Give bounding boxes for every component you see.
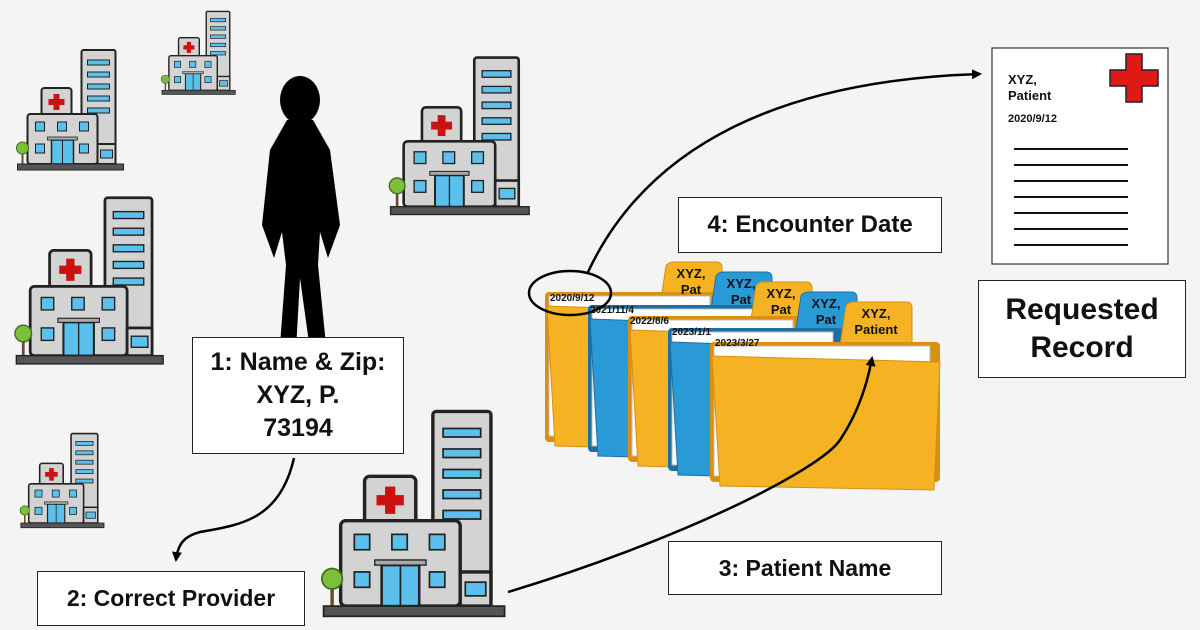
result-line1: Requested bbox=[1005, 293, 1159, 326]
folder-tab-name-line2: Pat bbox=[681, 282, 702, 297]
folder-tab-name-line2: Patient bbox=[854, 322, 898, 337]
folder-front bbox=[711, 355, 941, 491]
requested-record-box: Requested Record bbox=[978, 280, 1186, 378]
folder-tab bbox=[749, 281, 813, 327]
doc-name-line1: XYZ, bbox=[1008, 72, 1037, 87]
step1-line3: 73194 bbox=[263, 414, 333, 442]
doc-text-lines bbox=[1014, 148, 1128, 246]
result-line2: Record bbox=[1030, 331, 1134, 364]
step4-label: 4: Encounter Date bbox=[707, 211, 913, 238]
step3-patient-name-box: 3: Patient Name bbox=[668, 541, 942, 595]
folder-tab bbox=[794, 291, 858, 337]
hospital-icon bbox=[19, 432, 105, 529]
folder-tab-name-line2: Pat bbox=[731, 292, 752, 307]
step3-label: 3: Patient Name bbox=[718, 554, 892, 581]
folder-stack: XYZ,Pat2020/9/12XYZ,Pat2021/11/4XYZ,Pat2… bbox=[545, 261, 941, 491]
step2-label: 2: Correct Provider bbox=[66, 585, 276, 611]
step1-line2: XYZ, P. bbox=[256, 381, 340, 409]
folder-tab-name-line1: XYZ, bbox=[727, 276, 756, 291]
arrow-provider-to-patient-folder bbox=[507, 356, 876, 594]
record-document-icon: XYZ, Patient 2020/9/12 bbox=[991, 47, 1169, 265]
arrow-date-to-record bbox=[586, 69, 982, 273]
person-silhouette-icon bbox=[262, 76, 340, 350]
hospital-icon bbox=[160, 10, 237, 96]
folder-date: 2023/3/27 bbox=[715, 338, 760, 349]
red-cross-icon bbox=[1109, 53, 1159, 103]
folder-date: 2023/1/1 bbox=[672, 327, 711, 338]
folder-date: 2021/11/4 bbox=[590, 305, 634, 316]
date-highlight-circle bbox=[527, 269, 613, 317]
hospital-icon bbox=[387, 56, 531, 217]
doc-name-line2: Patient bbox=[1008, 88, 1052, 103]
step1-line1: 1: Name & Zip: bbox=[210, 348, 386, 376]
folder-date: 2020/9/12 bbox=[550, 293, 595, 304]
hospital-icon bbox=[13, 196, 165, 366]
step2-correct-provider-box: 2: Correct Provider bbox=[37, 571, 305, 626]
arrow-name-to-provider bbox=[171, 457, 296, 562]
step1-name-zip-box: 1: Name & Zip: XYZ, P. 73194 bbox=[192, 337, 404, 454]
folder-tab-name-line2: Pat bbox=[816, 312, 837, 327]
folder-date: 2022/8/6 bbox=[630, 316, 669, 327]
patient-folder-icon: XYZ,Patient 2023/3/27 bbox=[710, 301, 941, 491]
folder-tab-name-line1: XYZ, bbox=[767, 286, 796, 301]
doc-date: 2020/9/12 bbox=[1008, 113, 1057, 125]
folder-tab-name-line1: XYZ, bbox=[677, 266, 706, 281]
step4-encounter-date-box: 4: Encounter Date bbox=[678, 197, 942, 253]
folder-tab-name-line1: XYZ, bbox=[862, 306, 891, 321]
folder-tab bbox=[839, 301, 913, 347]
folder-tab-name-line1: XYZ, bbox=[812, 296, 841, 311]
hospital-icon bbox=[15, 48, 125, 172]
folder-tab-name-line2: Pat bbox=[771, 302, 792, 317]
